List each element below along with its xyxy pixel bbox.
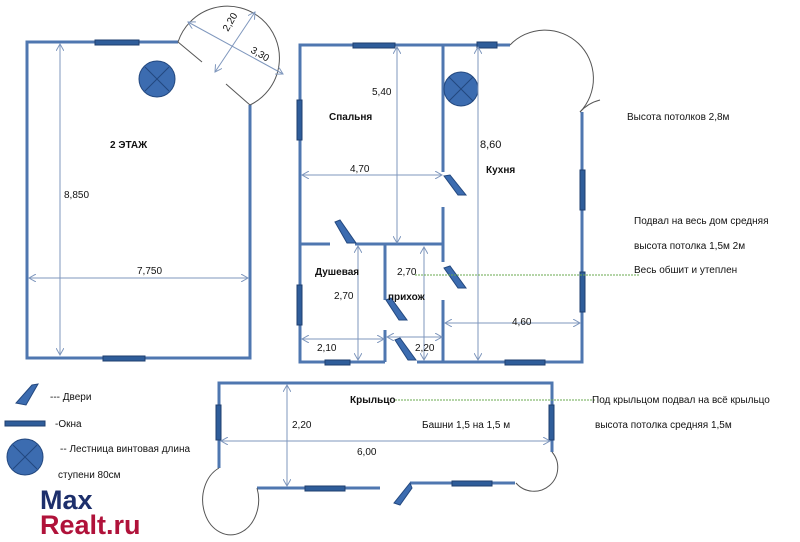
dim-label: 2,20 xyxy=(415,343,435,354)
note-ceiling: Высота потолков 2,8м xyxy=(627,112,730,123)
note-basement: Подвал на весь дом средняя xyxy=(634,216,769,227)
porch-note: Под крыльцом подвал на всё крыльцо xyxy=(592,395,770,406)
dim-label: 2,70 xyxy=(334,291,354,302)
door-icon xyxy=(394,337,417,361)
door-icon xyxy=(15,383,39,406)
logo-realt: Realt.ru xyxy=(40,510,141,540)
dim-label: 2,20 xyxy=(221,11,240,34)
dim-label: 2,10 xyxy=(317,343,337,354)
note-basement: высота потолка 1,5м 2м xyxy=(634,241,745,252)
window xyxy=(548,404,555,441)
legend-stairs-2: ступени 80см xyxy=(58,470,121,481)
door-icon xyxy=(443,265,467,289)
dim-label: 4,70 xyxy=(350,164,370,175)
dim-label: 7,750 xyxy=(137,266,162,277)
door-icon xyxy=(385,297,408,321)
legend: --- Двери -Окна -- Лестница винтовая дли… xyxy=(4,383,191,481)
logo-max: Max xyxy=(40,485,93,515)
window-icon xyxy=(4,420,46,427)
room-label-kitchen: Кухня xyxy=(486,165,515,176)
window xyxy=(579,169,586,211)
dim-label: 6,00 xyxy=(357,447,377,458)
porch-note: высота потолка средняя 1,5м xyxy=(595,420,732,431)
dim-label: 5,40 xyxy=(372,87,392,98)
floor2-title: 2 ЭТАЖ xyxy=(110,140,148,151)
window xyxy=(579,271,586,313)
dim-label: 2,20 xyxy=(292,420,312,431)
spiral-stair-icon xyxy=(443,71,479,107)
porch-title: Крыльцо xyxy=(350,395,396,406)
floor2-plan: 2 ЭТАЖ 8,850 7,750 2,20 3,30 xyxy=(25,5,283,362)
window xyxy=(324,359,351,366)
door-icon xyxy=(393,482,413,506)
spiral-stair-icon xyxy=(6,438,44,476)
window xyxy=(304,485,346,492)
room-label-hall: прихож xyxy=(388,292,426,303)
room-label-shower: Душевая xyxy=(315,267,359,278)
dim-label: 8,60 xyxy=(480,139,501,151)
window xyxy=(102,355,146,362)
door-icon xyxy=(443,174,468,196)
window xyxy=(352,42,396,49)
porch-plan: Крыльцо 2,20 6,00 Башни 1,5 на 1,5 м Под… xyxy=(202,381,770,536)
window xyxy=(94,39,140,46)
legend-doors: --- Двери xyxy=(50,392,91,403)
spiral-stair-icon xyxy=(138,60,176,98)
window xyxy=(451,480,493,487)
porch-towers-label: Башни 1,5 на 1,5 м xyxy=(422,420,510,431)
dim-label: 8,850 xyxy=(64,190,89,201)
window xyxy=(504,359,546,366)
window xyxy=(476,41,498,49)
window xyxy=(215,404,222,441)
note-basement: Весь обшит и утеплен xyxy=(634,264,737,276)
window xyxy=(296,99,303,141)
floor1-plan: Спальня 5,40 4,70 Кухня 8,60 4,60 Душева… xyxy=(296,29,640,366)
window xyxy=(296,284,303,326)
door-icon xyxy=(334,219,357,244)
room-label-bedroom: Спальня xyxy=(329,112,372,123)
dim-label: 2,70 xyxy=(397,267,417,278)
legend-windows: -Окна xyxy=(55,419,82,430)
dim-label: 4,60 xyxy=(512,317,532,328)
legend-stairs: -- Лестница винтовая длина xyxy=(60,444,191,455)
